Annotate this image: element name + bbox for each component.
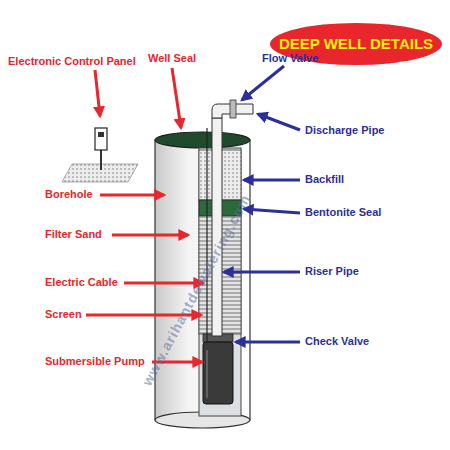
part-label: Borehole [45,188,93,201]
diagram-title: DEEP WELL DETAILS [270,35,442,53]
part-label: Check Valve [305,335,369,348]
part-label: Well Seal [148,52,196,65]
part-label: Backfill [305,173,344,186]
part-label: Discharge Pipe [305,124,384,137]
part-label: Electronic Control Panel [8,55,136,68]
part-label: Electric Cable [45,276,118,289]
part-label: Riser Pipe [305,265,359,278]
control-panel [62,128,138,182]
part-label: Submersible Pump [45,355,145,368]
part-label: Screen [45,308,82,321]
part-label: Flow Valve [262,52,318,65]
part-label: Bentonite Seal [305,206,381,219]
part-label: Filter Sand [45,228,102,241]
